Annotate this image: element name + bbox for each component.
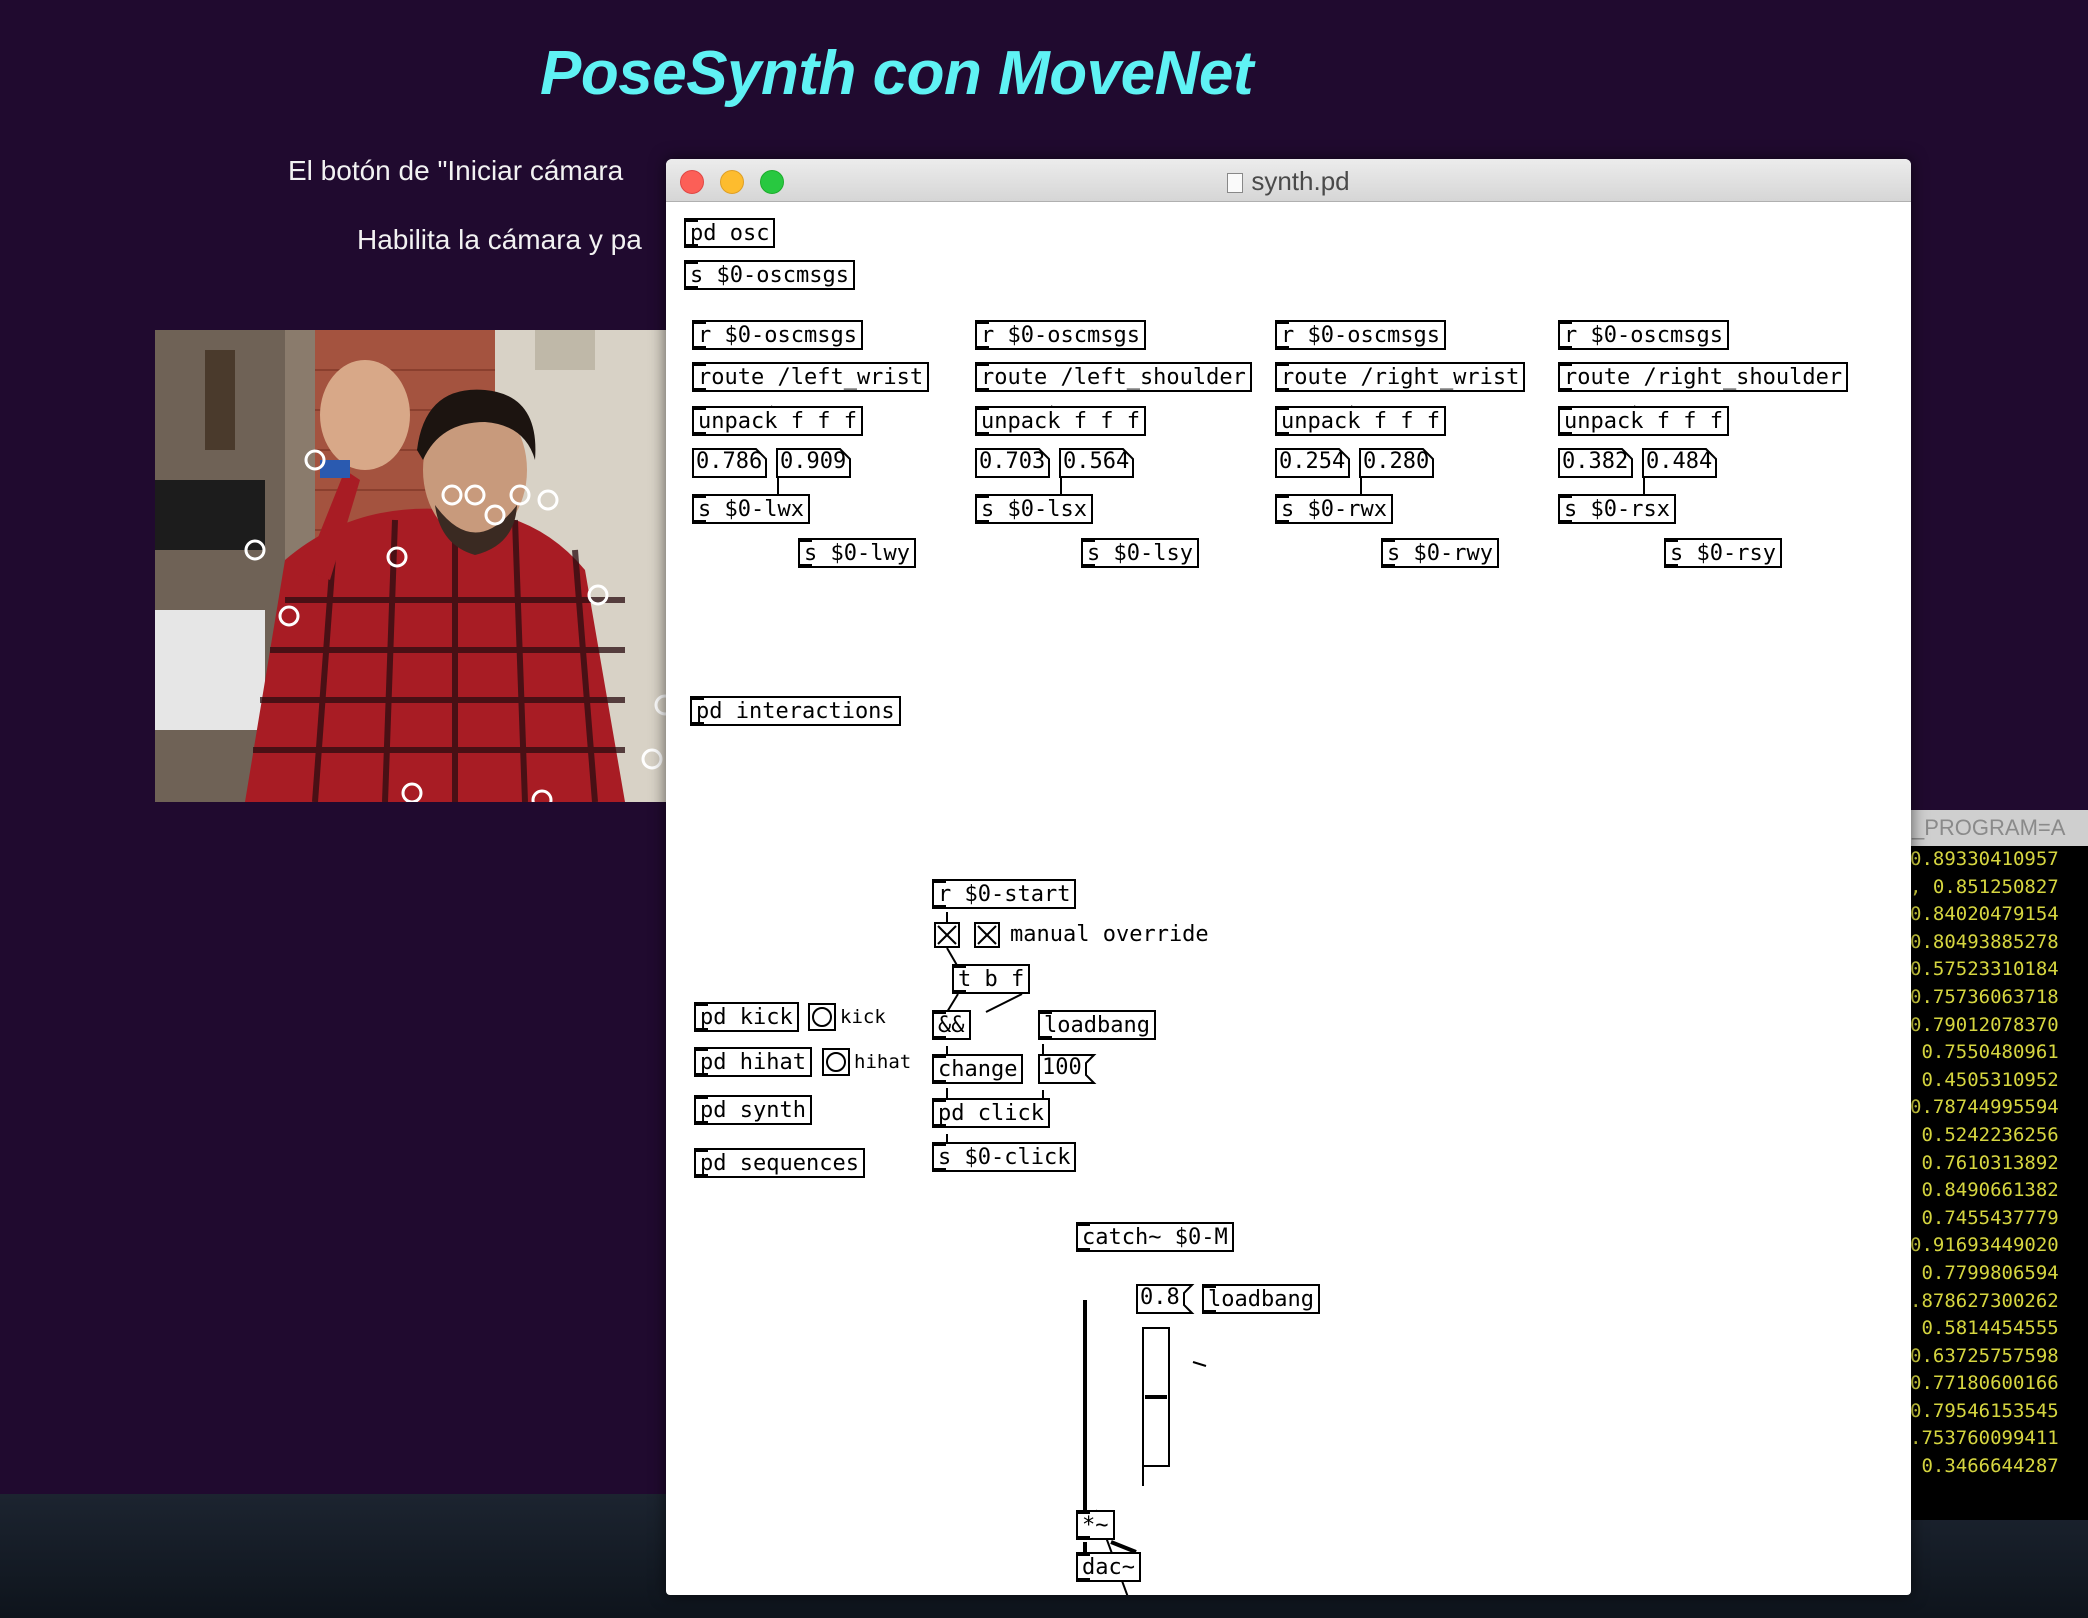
- start-toggle[interactable]: [934, 922, 960, 948]
- number-box-left-shoulder-x[interactable]: 0.703: [975, 448, 1061, 478]
- terminal-line: 0.79012078370: [1910, 1013, 2059, 1036]
- number-box-right-wrist-y[interactable]: 0.280: [1359, 448, 1445, 478]
- number-box-left-wrist-y[interactable]: 0.909: [776, 448, 862, 478]
- pd-hihat-object[interactable]: pd hihat: [694, 1047, 812, 1077]
- pd-click-object[interactable]: pd click: [932, 1098, 1050, 1128]
- terminal-line: , 0.851250827: [1910, 875, 2059, 898]
- terminal-line: 0.7610313892: [1910, 1151, 2059, 1174]
- unpack-object[interactable]: unpack f f f: [1558, 406, 1729, 436]
- terminal-line: 0.57523310184: [1910, 958, 2059, 981]
- terminal-line: 0.3466644287: [1910, 1455, 2059, 1478]
- terminal-line: 0.84020479154: [1910, 903, 2059, 926]
- send-lsy-object[interactable]: s $0-lsy: [1081, 538, 1199, 568]
- terminal-line: 0.8490661382: [1910, 1179, 2059, 1202]
- pd-kick-object[interactable]: pd kick: [694, 1002, 799, 1032]
- volume-slider-knob[interactable]: [1145, 1395, 1167, 1399]
- terminal-line: 0.7550480961: [1910, 1041, 2059, 1064]
- number-box-left-shoulder-y[interactable]: 0.564: [1059, 448, 1145, 478]
- receive-start-object[interactable]: r $0-start: [932, 879, 1077, 909]
- terminal-line: .753760099411: [1910, 1427, 2059, 1450]
- loadbang-object[interactable]: loadbang: [1038, 1010, 1156, 1040]
- hihat-label: hihat: [854, 1051, 912, 1073]
- manual-override-label: manual override: [1010, 922, 1209, 947]
- terminal-window[interactable]: _PROGRAM=A 0.89330410957 , 0.851250827 0…: [1910, 810, 2088, 1520]
- window-titlebar[interactable]: synth.pd: [666, 159, 1911, 202]
- terminal-line: .878627300262: [1910, 1289, 2059, 1312]
- volume-slider[interactable]: [1142, 1327, 1170, 1467]
- unpack-object[interactable]: unpack f f f: [975, 406, 1146, 436]
- terminal-output: 0.89330410957 , 0.851250827 0.8402047915…: [1910, 846, 2088, 1481]
- minimize-window-button[interactable]: [720, 170, 744, 194]
- pd-synth-object[interactable]: pd synth: [694, 1095, 812, 1125]
- send-rwy-object[interactable]: s $0-rwy: [1381, 538, 1499, 568]
- window-title: synth.pd: [1251, 166, 1350, 196]
- close-window-button[interactable]: [680, 170, 704, 194]
- terminal-line: 0.5242236256: [1910, 1123, 2059, 1146]
- hihat-bang[interactable]: [822, 1048, 850, 1076]
- send-rsy-object[interactable]: s $0-rsy: [1664, 538, 1782, 568]
- send-lsx-object[interactable]: s $0-lsx: [975, 494, 1093, 524]
- pd-patch-window[interactable]: synth.pd: [666, 159, 1911, 1595]
- trigger-object[interactable]: t b f: [952, 964, 1031, 994]
- intro-text-line-2: Habilita la cámara y pa: [357, 224, 642, 255]
- zoom-window-button[interactable]: [760, 170, 784, 194]
- terminal-line: 0.63725757598: [1910, 1344, 2059, 1367]
- pd-osc-object[interactable]: pd osc: [684, 218, 776, 248]
- camera-feed: [155, 330, 675, 802]
- unpack-object[interactable]: unpack f f f: [1275, 406, 1446, 436]
- file-icon: [1227, 173, 1244, 194]
- send-click-object[interactable]: s $0-click: [932, 1142, 1077, 1172]
- catch-master-object[interactable]: catch~ $0-M: [1076, 1222, 1234, 1252]
- terminal-line: 0.75736063718: [1910, 985, 2059, 1008]
- receive-oscmsgs-object[interactable]: r $0-oscmsgs: [975, 320, 1146, 350]
- terminal-title: _PROGRAM=A: [1910, 810, 2088, 846]
- terminal-line: 0.7799806594: [1910, 1261, 2059, 1284]
- number-box-right-shoulder-y[interactable]: 0.484: [1642, 448, 1728, 478]
- terminal-line: 0.77180600166: [1910, 1372, 2059, 1395]
- manual-override-toggle[interactable]: [974, 922, 1000, 948]
- terminal-line: 0.4505310952: [1910, 1068, 2059, 1091]
- send-lwx-object[interactable]: s $0-lwx: [692, 494, 810, 524]
- terminal-line: 0.91693449020: [1910, 1234, 2059, 1257]
- pd-sequences-object[interactable]: pd sequences: [694, 1148, 865, 1178]
- route-right-wrist-object[interactable]: route /right_wrist: [1275, 362, 1526, 392]
- message-100[interactable]: 100: [1038, 1054, 1098, 1084]
- receive-oscmsgs-object[interactable]: r $0-oscmsgs: [1558, 320, 1729, 350]
- change-object[interactable]: change: [932, 1054, 1024, 1084]
- receive-oscmsgs-object[interactable]: r $0-oscmsgs: [692, 320, 863, 350]
- number-box-right-shoulder-x[interactable]: 0.382: [1558, 448, 1644, 478]
- terminal-line: 0.80493885278: [1910, 930, 2059, 953]
- route-left-shoulder-object[interactable]: route /left_shoulder: [975, 362, 1252, 392]
- logical-and-object[interactable]: &&: [932, 1010, 971, 1040]
- kick-bang[interactable]: [808, 1003, 836, 1031]
- terminal-line: 0.78744995594: [1910, 1096, 2059, 1119]
- message-0-8[interactable]: 0.8: [1136, 1284, 1196, 1314]
- terminal-line: 0.7455437779: [1910, 1206, 2059, 1229]
- send-oscmsgs-object[interactable]: s $0-oscmsgs: [684, 260, 855, 290]
- terminal-line: 0.5814454555: [1910, 1317, 2059, 1340]
- terminal-line: 0.79546153545: [1910, 1399, 2059, 1422]
- loadbang-object[interactable]: loadbang: [1202, 1284, 1320, 1314]
- route-left-wrist-object[interactable]: route /left_wrist: [692, 362, 930, 392]
- pd-interactions-object[interactable]: pd interactions: [690, 696, 901, 726]
- multiply-signal-object[interactable]: *~: [1076, 1510, 1115, 1540]
- send-rwx-object[interactable]: s $0-rwx: [1275, 494, 1393, 524]
- number-box-right-wrist-x[interactable]: 0.254: [1275, 448, 1361, 478]
- kick-label: kick: [840, 1006, 886, 1028]
- terminal-line: 0.89330410957: [1910, 848, 2059, 870]
- page-title: PoseSynth con MoveNet: [540, 39, 1253, 108]
- receive-oscmsgs-object[interactable]: r $0-oscmsgs: [1275, 320, 1446, 350]
- send-lwy-object[interactable]: s $0-lwy: [798, 538, 916, 568]
- unpack-object[interactable]: unpack f f f: [692, 406, 863, 436]
- send-rsx-object[interactable]: s $0-rsx: [1558, 494, 1676, 524]
- patch-canvas[interactable]: pd osc s $0-oscmsgs r $0-oscmsgs route /…: [666, 202, 1911, 1595]
- number-box-left-wrist-x[interactable]: 0.786: [692, 448, 778, 478]
- intro-text-line-1: El botón de "Iniciar cámara: [288, 155, 624, 186]
- route-right-shoulder-object[interactable]: route /right_shoulder: [1558, 362, 1849, 392]
- dac-object[interactable]: dac~: [1076, 1552, 1141, 1582]
